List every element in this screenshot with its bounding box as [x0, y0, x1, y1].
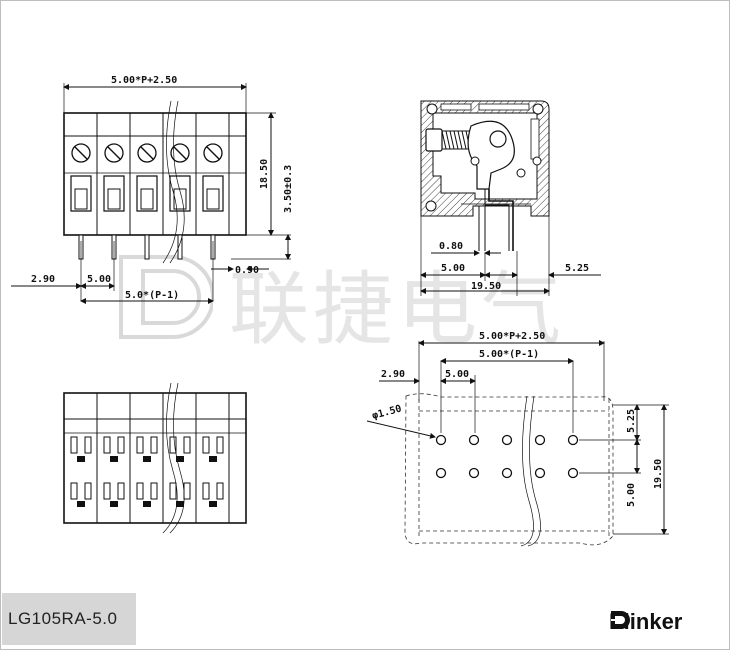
- bottom-slot: [103, 482, 111, 500]
- bottom-slot: [117, 436, 125, 454]
- bottom-slot: [136, 436, 144, 454]
- pcb-hole: [435, 434, 447, 446]
- wire-clamp: [206, 188, 220, 210]
- wire-clamp: [107, 188, 121, 210]
- wire-clamp: [74, 188, 88, 210]
- brand-logo: Elinker: [609, 609, 682, 635]
- front-overall-width-label: 5.00*P+2.50: [111, 75, 177, 86]
- bottom-slot: [84, 482, 92, 500]
- bottom-slot: [117, 482, 125, 500]
- bottom-slot: [103, 436, 111, 454]
- screw-thread-line: [449, 130, 455, 150]
- brand-mark-icon: [611, 611, 630, 629]
- bottom-mark: [176, 501, 184, 507]
- front-height-label: 18.50: [259, 159, 270, 189]
- pcb-layout-view: [404, 393, 614, 547]
- pcb-hole: [534, 434, 546, 446]
- bottom-mark: [209, 456, 217, 462]
- front-pin-length-label: 3.50±0.3: [283, 165, 294, 213]
- screw-slot: [140, 146, 154, 160]
- screw-slot: [74, 146, 88, 160]
- side-depth-label: 19.50: [471, 281, 501, 292]
- screw-thread-line: [445, 130, 451, 150]
- screw-slot: [107, 146, 121, 160]
- pcb-depth-label: 19.50: [653, 459, 664, 489]
- screw-thread-line: [441, 130, 447, 150]
- pcb-pitch-label: 5.00: [445, 369, 469, 380]
- bottom-mark: [209, 501, 217, 507]
- pcb-hole: [468, 434, 480, 446]
- bottom-slot: [183, 482, 191, 500]
- pcb-hole: [435, 467, 447, 479]
- bottom-mark: [143, 501, 151, 507]
- bottom-slot: [70, 482, 78, 500]
- bottom-mark: [176, 456, 184, 462]
- bottom-slot: [70, 436, 78, 454]
- bottom-slot: [216, 436, 224, 454]
- side-view: [420, 100, 550, 251]
- screw-thread-line: [461, 130, 467, 150]
- bottom-view: [63, 382, 247, 534]
- screw-slot: [173, 146, 187, 160]
- pcb-hole: [501, 434, 513, 446]
- front-span-label: 5.0*(P-1): [125, 290, 179, 301]
- pcb-row-spacing-label: 5.00: [626, 483, 637, 507]
- pin: [144, 234, 150, 260]
- side-view-dimensions: 0.80 5.00 5.25 19.50: [420, 216, 601, 296]
- bottom-slot: [183, 436, 191, 454]
- screw-slot: [206, 146, 220, 160]
- bottom-slot: [169, 436, 177, 454]
- pcb-hole: [534, 467, 546, 479]
- pcb-hole: [567, 434, 579, 446]
- front-pitch-label: 5.00: [87, 274, 111, 285]
- bottom-mark: [110, 456, 118, 462]
- bottom-slot: [136, 482, 144, 500]
- bottom-slot: [216, 482, 224, 500]
- screw-thread-line: [457, 130, 463, 150]
- bottom-mark: [143, 456, 151, 462]
- side-pin-spacing-label: 5.00: [441, 263, 465, 274]
- front-view: [63, 100, 247, 264]
- bottom-slot: [150, 436, 158, 454]
- bottom-slot: [84, 436, 92, 454]
- front-view-dimensions: 5.00*P+2.50 18.50 3.50±0.3 2.90 5.00 5.0…: [11, 75, 294, 304]
- bottom-slot: [169, 482, 177, 500]
- pcb-hole-diameter-label: φ1.50: [371, 403, 403, 421]
- pcb-hole: [567, 467, 579, 479]
- pin: [177, 234, 183, 260]
- pcb-edge-offset-label: 2.90: [381, 369, 405, 380]
- side-rear-offset-label: 5.25: [565, 263, 589, 274]
- pcb-span-label: 5.00*(P-1): [479, 349, 539, 360]
- bottom-mark: [77, 501, 85, 507]
- model-code-box: LG105RA-5.0: [2, 593, 136, 645]
- wire-clamp: [140, 188, 154, 210]
- front-pin-width-label: 0.90: [235, 265, 259, 276]
- side-pin-thickness-label: 0.80: [439, 241, 463, 252]
- bottom-slot: [202, 436, 210, 454]
- pcb-hole: [501, 467, 513, 479]
- screw-thread-line: [453, 130, 459, 150]
- pcb-hole: [468, 467, 480, 479]
- pcb-row-offset-label: 5.25: [626, 409, 637, 433]
- pcb-overall-width-label: 5.00*P+2.50: [479, 331, 545, 342]
- bottom-slot: [202, 482, 210, 500]
- bottom-mark: [77, 456, 85, 462]
- front-edge-offset-label: 2.90: [31, 274, 55, 285]
- bottom-slot: [150, 482, 158, 500]
- model-code-label: LG105RA-5.0: [8, 609, 118, 628]
- bottom-mark: [110, 501, 118, 507]
- pcb-layout-dimensions: 5.00*P+2.50 5.00*(P-1) 2.90 5.00 φ1.50 5…: [366, 331, 669, 535]
